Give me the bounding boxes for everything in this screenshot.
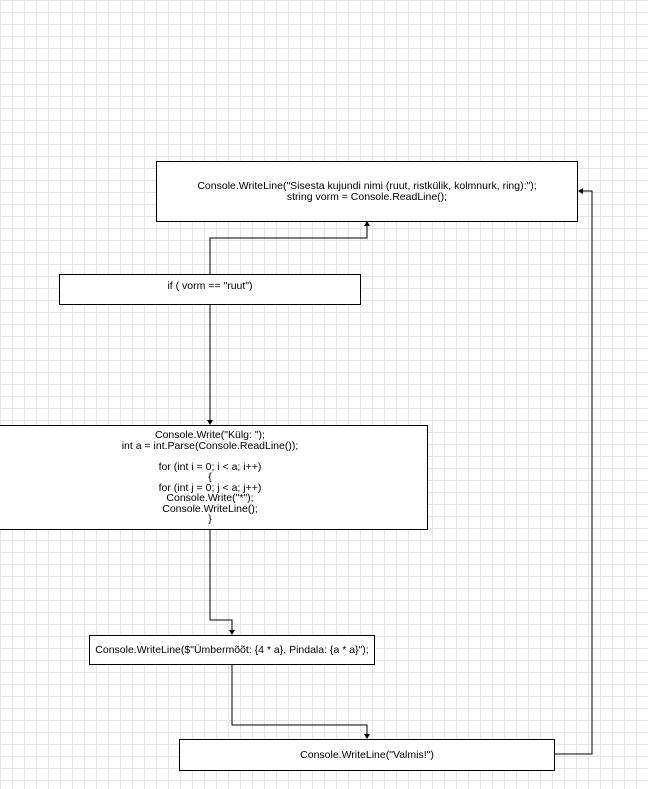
process-box-read-shape: Console.WriteLine("Sisesta kujundi nimi … — [156, 161, 578, 222]
arrowhead-done-top — [364, 734, 370, 739]
arrowhead-result-top — [229, 630, 235, 635]
decision-box-if-ruut: if ( vorm == "ruut") — [59, 274, 361, 305]
process-box-print-result: Console.WriteLine($"Ümbermõõt: {4 * a}, … — [89, 635, 375, 665]
arrowhead-loop-top — [207, 420, 213, 425]
connector-loop-to-result — [209, 530, 233, 630]
connector-done-to-input — [555, 190, 593, 755]
connector-if-to-input — [209, 226, 368, 274]
arrowhead-input-right — [578, 188, 583, 194]
connector-result-to-done — [231, 665, 368, 734]
arrowhead-input-bottom — [364, 221, 370, 226]
process-box-draw-square: Console.Write("Külg: "); int a = int.Par… — [0, 425, 428, 530]
process-box-done: Console.WriteLine("Valmis!") — [179, 739, 555, 771]
